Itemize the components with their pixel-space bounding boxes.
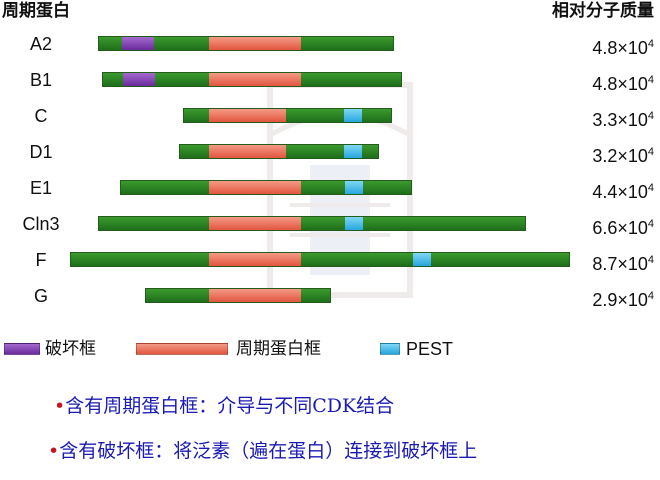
pest-domain [345, 181, 363, 194]
protein-bar [145, 288, 331, 303]
cyclin-name: A2 [29, 34, 53, 54]
cyclin-name: B1 [29, 70, 53, 90]
pest-domain [345, 217, 363, 230]
protein-bar [98, 216, 526, 231]
molecular-mass-value: 4.4×104 [592, 182, 654, 202]
cyclin-box-domain [209, 181, 301, 194]
cyclin-row: B1 4.8×104 [0, 70, 660, 93]
cyclin-column-header: 周期蛋白 [2, 1, 70, 21]
cyclin-box-domain [209, 253, 301, 266]
pest-domain [413, 253, 431, 266]
cyclin-name: Cln3 [22, 214, 60, 234]
molecular-mass-value: 4.8×104 [592, 74, 654, 94]
protein-bar [179, 144, 379, 159]
pest-swatch [380, 343, 400, 355]
bullet-icon: • [48, 440, 60, 462]
molecular-mass-column-header: 相对分子质量 [552, 1, 654, 21]
destruction-box-legend-label: 破坏框 [45, 339, 96, 359]
protein-bar [120, 180, 412, 195]
protein-bar [102, 72, 402, 87]
molecular-mass-value: 4.8×104 [592, 38, 654, 58]
cyclin-name: C [34, 106, 48, 126]
cyclin-box-domain [209, 109, 286, 122]
cyclin-name: F [35, 250, 47, 270]
cyclin-box-domain [209, 37, 301, 50]
cyclin-row: A2 4.8×104 [0, 34, 660, 57]
protein-bar [70, 252, 570, 267]
cyclin-row: F 8.7×104 [0, 250, 660, 273]
molecular-mass-value: 8.7×104 [592, 254, 654, 274]
cyclin-row: Cln3 6.6×104 [0, 214, 660, 237]
destruction-box-domain [122, 37, 154, 50]
cyclin-row: D1 3.2×104 [0, 142, 660, 165]
cyclin-row: G 2.9×104 [0, 286, 660, 309]
pest-domain [344, 109, 362, 122]
molecular-mass-value: 2.9×104 [592, 290, 654, 310]
bullet-icon: • [54, 395, 66, 417]
protein-bar [98, 36, 394, 51]
destruction-box-domain [123, 73, 155, 86]
cyclin-box-domain [209, 73, 301, 86]
pest-legend-label: PEST [406, 339, 454, 359]
molecular-mass-value: 3.2×104 [592, 146, 654, 166]
cyclin-box-domain [209, 289, 301, 302]
molecular-mass-value: 6.6×104 [592, 218, 654, 238]
molecular-mass-value: 3.3×104 [592, 110, 654, 130]
cyclin-row: C 3.3×104 [0, 106, 660, 129]
cyclin-name: E1 [29, 178, 53, 198]
pest-domain [344, 145, 362, 158]
note-cyclin-box: •含有周期蛋白框：介导与不同CDK结合 [54, 395, 395, 417]
note-destruction-box: •含有破坏框：将泛素（遍在蛋白）连接到破坏框上 [48, 440, 478, 462]
cyclin-name: D1 [29, 142, 53, 162]
cyclin-name: G [33, 286, 48, 306]
cyclin-box-legend-label: 周期蛋白框 [236, 339, 321, 359]
cyclin-box-domain [209, 217, 301, 230]
cyclin-row: E1 4.4×104 [0, 178, 660, 201]
cyclin-box-domain [209, 145, 286, 158]
domain-legend: 破坏框 周期蛋白框 PEST [0, 338, 660, 360]
cyclin-box-swatch [136, 343, 228, 355]
destruction-box-swatch [4, 343, 40, 355]
protein-bar [183, 108, 392, 123]
